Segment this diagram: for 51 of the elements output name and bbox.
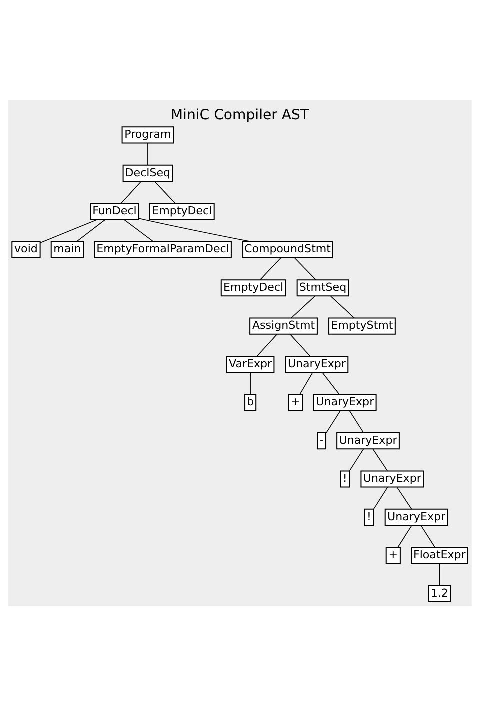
connector (291, 296, 316, 318)
node-box: CompoundStmt (242, 240, 334, 258)
node-box: AssignStmt (250, 317, 318, 334)
node-box: + (386, 546, 401, 564)
connector (398, 524, 412, 548)
connector (154, 180, 176, 204)
node-box: UnaryExpr (360, 470, 424, 488)
node-box: ! (340, 470, 350, 488)
connector (121, 180, 142, 204)
node-box: UnaryExpr (285, 356, 349, 373)
connector (326, 410, 341, 434)
connector (374, 486, 388, 510)
node-box: Program (122, 126, 174, 144)
node-box: StmtSeq (296, 279, 350, 296)
node-box: FloatExpr (411, 546, 468, 564)
connector (322, 372, 340, 394)
node-box: b (244, 394, 257, 411)
node-box: ! (364, 508, 374, 526)
connector (124, 219, 154, 242)
node-box: UnaryExpr (384, 508, 448, 526)
connector (349, 448, 364, 471)
node-box: - (317, 432, 327, 450)
node-box: EmptyFormalParamDecl (94, 240, 232, 258)
node-box: 1.2 (428, 584, 452, 602)
node-box: EmptyStmt (328, 317, 396, 334)
node-box: FunDecl (90, 202, 140, 220)
node-box: void (12, 240, 41, 258)
connector (372, 448, 388, 471)
connector (290, 334, 311, 356)
connector (439, 563, 440, 586)
node-box: DeclSeq (122, 164, 174, 182)
node-box: EmptyDecl (149, 202, 215, 220)
connector (250, 372, 251, 394)
node-box: + (288, 394, 304, 411)
diagram-title: MiniC Compiler AST (170, 106, 310, 123)
connector (420, 524, 436, 548)
node-box: UnaryExpr (336, 432, 400, 450)
connector (260, 257, 282, 280)
connector (76, 219, 106, 242)
connector (256, 334, 278, 356)
node-box: VarExpr (226, 356, 275, 373)
connector (138, 218, 252, 242)
node-box: main (50, 240, 84, 258)
connector (294, 257, 316, 280)
connector (349, 410, 364, 433)
connector (396, 486, 412, 510)
node-box: EmptyDecl (220, 279, 286, 296)
connector (330, 296, 355, 318)
connector (300, 372, 314, 394)
node-box: UnaryExpr (313, 394, 377, 411)
connector (40, 218, 98, 243)
